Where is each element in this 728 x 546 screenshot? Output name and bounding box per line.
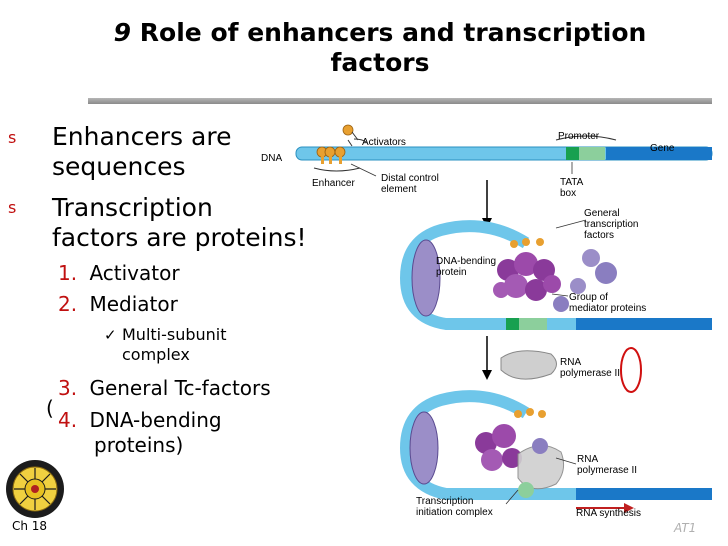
rna-polymerase-free	[500, 350, 557, 380]
step-arrow-2-head	[482, 370, 492, 380]
tata-box	[506, 318, 519, 330]
bullet-marker: s	[8, 128, 17, 147]
mediator-complex	[475, 424, 522, 471]
bullet-line: sequences	[52, 152, 186, 181]
label-rna-polymerase-1: RNA	[560, 357, 581, 368]
title-text-line2: factors	[330, 48, 430, 77]
label-enhancer: Enhancer	[312, 178, 355, 189]
list-item-mediator: 2. Mediator	[58, 292, 178, 317]
bent-dna	[399, 220, 712, 330]
list-text: Mediator	[89, 292, 178, 316]
tata-box	[566, 147, 579, 160]
label-mediator-proteins: mediator proteins	[569, 303, 646, 314]
label-rna-polymerase-2: RNA	[577, 454, 598, 465]
label-rna-synthesis: RNA synthesis	[576, 508, 641, 519]
chapter-label: Ch 18	[12, 519, 48, 533]
label-dna: DNA	[261, 153, 282, 164]
open-parenthesis: (	[46, 396, 54, 420]
list-text-continued: proteins)	[94, 433, 184, 457]
bullet-line: Enhancers are	[52, 122, 232, 151]
label-gene: Gene	[650, 143, 675, 154]
highlight-circle	[620, 347, 642, 393]
label-tata-box: box	[560, 188, 576, 199]
bullet-enhancers: Enhancers are sequences	[52, 122, 231, 182]
panel-linear-dna: DNA Activators Enhancer Distal control e…	[261, 124, 713, 199]
dna-bending-protein	[411, 239, 441, 317]
list-text: General Tc-factors	[89, 376, 271, 400]
gene-region	[576, 318, 712, 330]
gtf-bound	[532, 438, 548, 454]
label-initiation-complex: initiation complex	[416, 507, 493, 518]
sub-item-multi-subunit: ✓ Multi-subunit complex	[104, 325, 227, 365]
author-label: AT1	[674, 521, 697, 535]
title-text: Role of enhancers and transcription	[139, 18, 647, 47]
label-distal-control: Distal control	[381, 173, 439, 184]
panel-dna-bending: DNA-bending protein General transcriptio…	[399, 208, 712, 330]
bullet-line: factors are proteins!	[52, 223, 307, 252]
title-number: 9	[113, 18, 132, 47]
label-transcription: transcription	[584, 219, 638, 230]
list-text: DNA-bending	[89, 408, 222, 432]
label-transcription: Transcription	[416, 496, 473, 507]
label-group-of: Group of	[569, 292, 608, 303]
gene-region	[576, 488, 712, 500]
list-item-dna-bending: 4. DNA-bending proteins)	[58, 408, 222, 458]
bullet-line: Transcription	[52, 193, 213, 222]
university-seal-icon	[6, 460, 64, 518]
list-number: 2.	[58, 292, 78, 316]
bullet-transcription-factors: Transcription factors are proteins!	[52, 193, 307, 253]
label-polymerase-ii-2: polymerase II	[577, 465, 637, 476]
slide-title: 9 Role of enhancers and transcription fa…	[60, 18, 700, 78]
sub-item-line: Multi-subunit	[122, 325, 227, 344]
label-distal-element: element	[381, 184, 417, 195]
promoter-region	[519, 318, 547, 330]
label-general: General	[584, 208, 620, 219]
list-number: 4.	[58, 408, 78, 432]
title-underline	[88, 98, 712, 104]
list-item-general-tc-factors: 3. General Tc-factors	[58, 376, 271, 401]
list-number: 3.	[58, 376, 78, 400]
enhancer-diagram: DNA Activators Enhancer Distal control e…	[261, 124, 713, 519]
list-item-activator: 1. Activator	[58, 261, 180, 286]
activators-bound	[514, 408, 546, 418]
list-text: Activator	[89, 261, 180, 285]
dna-bending-protein	[409, 411, 439, 485]
list-number: 1.	[58, 261, 78, 285]
activators-bound	[510, 238, 544, 248]
sub-item-line: complex	[122, 345, 190, 364]
mediator-complex	[493, 252, 561, 301]
label-activators: Activators	[362, 137, 406, 148]
bullet-marker: s	[8, 198, 17, 217]
rna-synthesis-arrowhead	[624, 503, 634, 513]
gtf-bound	[518, 482, 534, 498]
checkmark-icon: ✓	[104, 326, 117, 344]
gene-region	[606, 147, 712, 160]
promoter-region	[579, 147, 605, 160]
label-dna-bending-protein: protein	[436, 267, 467, 278]
general-transcription-factors	[553, 249, 617, 312]
panel-initiation-complex: RNA polymerase II Transcription initiati…	[399, 390, 712, 519]
label-tata: TATA	[560, 177, 584, 188]
label-polymerase-ii-1: polymerase II	[560, 368, 620, 379]
activator-proteins	[316, 124, 354, 164]
label-factors: factors	[584, 230, 614, 241]
label-dna-bending: DNA-bending	[436, 256, 496, 267]
label-promoter: Promoter	[558, 131, 600, 142]
